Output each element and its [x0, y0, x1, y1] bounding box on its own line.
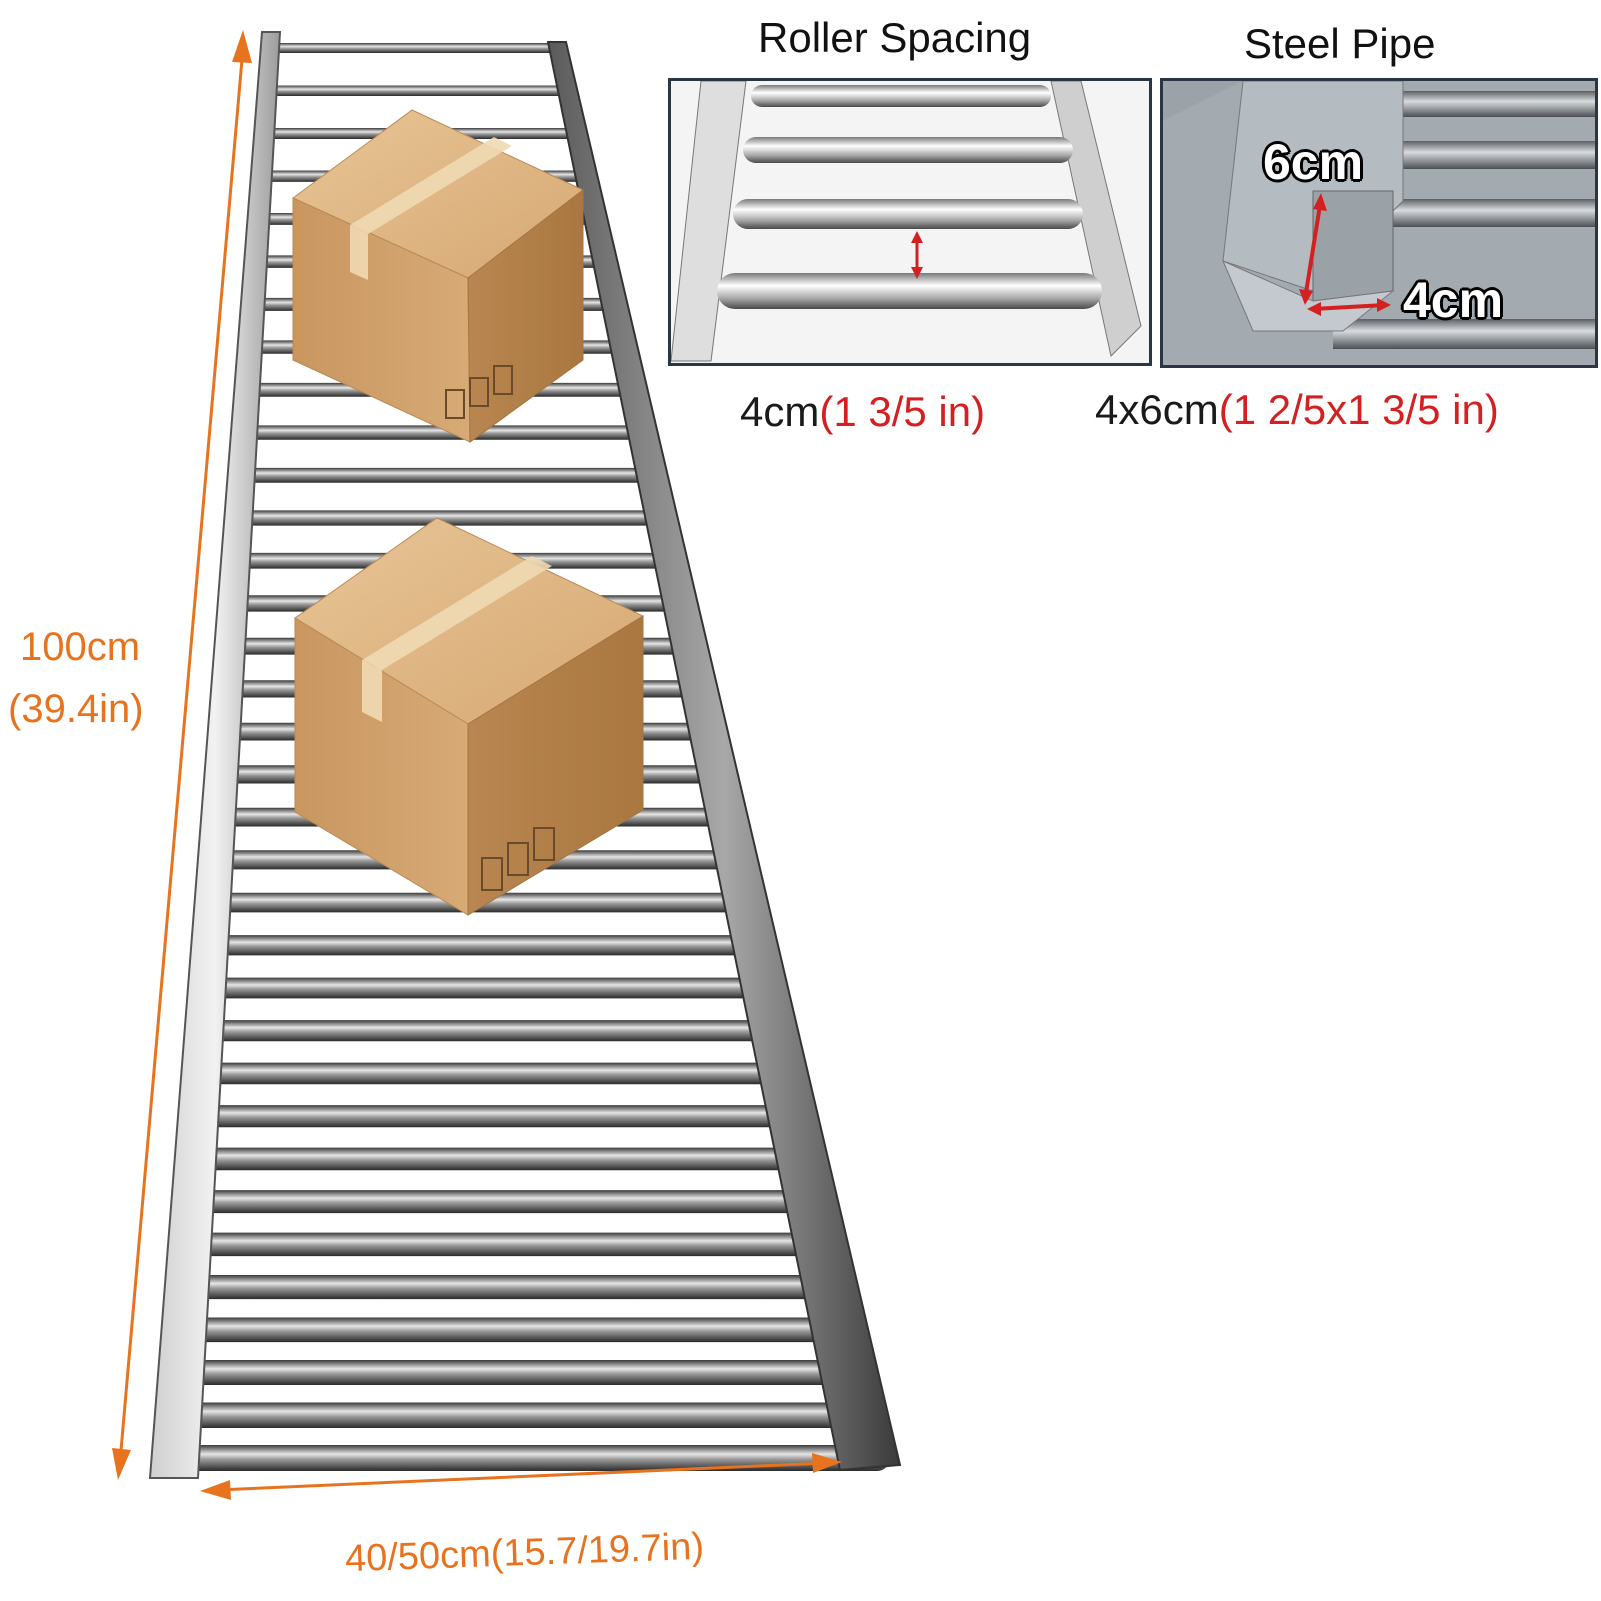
cardboard-box-top [292, 109, 584, 443]
roller [194, 1275, 850, 1300]
roller [213, 977, 781, 999]
steel-pipe-height-label: 6cm [1263, 134, 1364, 190]
roller [205, 1105, 811, 1128]
roller [186, 1402, 880, 1429]
length-dimension-arrow [112, 30, 252, 1480]
roller [197, 1232, 841, 1257]
roller [192, 1317, 860, 1343]
roller-spacing-metric: 4cm [740, 388, 820, 435]
steel-pipe-width-label: 4cm [1403, 272, 1504, 328]
steel-pipe-title: Steel Pipe [1244, 20, 1436, 67]
roller [216, 935, 770, 956]
steel-pipe-metric: 4x6cm [1095, 386, 1219, 433]
roller-spacing-photo [668, 78, 1152, 366]
roller [272, 43, 560, 53]
roller [245, 467, 661, 483]
roller [189, 1360, 871, 1386]
roller [184, 1445, 890, 1471]
roller-spacing-title: Roller Spacing [758, 14, 1032, 61]
roller-spacing-caption: 4cm(1 3/5 in) [740, 388, 985, 436]
steel-pipe-imperial: (1 2/5x1 3/5 in) [1218, 386, 1499, 433]
roller [269, 85, 570, 96]
length-imperial-label: (39.4in) [8, 687, 144, 731]
roller [208, 1062, 800, 1085]
roller [210, 1020, 790, 1042]
right-rail [546, 41, 902, 1472]
cardboard-box-bottom [294, 517, 645, 916]
roller-spacing-imperial: (1 3/5 in) [819, 388, 986, 435]
length-metric-label: 100cm [20, 625, 141, 669]
steel-pipe-caption: 4x6cm(1 2/5x1 3/5 in) [1095, 386, 1499, 434]
roller [242, 510, 670, 526]
roller [200, 1190, 830, 1214]
steel-pipe-photo: 6cm 4cm [1160, 78, 1598, 368]
roller [202, 1147, 820, 1171]
width-dimension-arrow [200, 1453, 842, 1500]
left-rail [148, 31, 282, 1479]
